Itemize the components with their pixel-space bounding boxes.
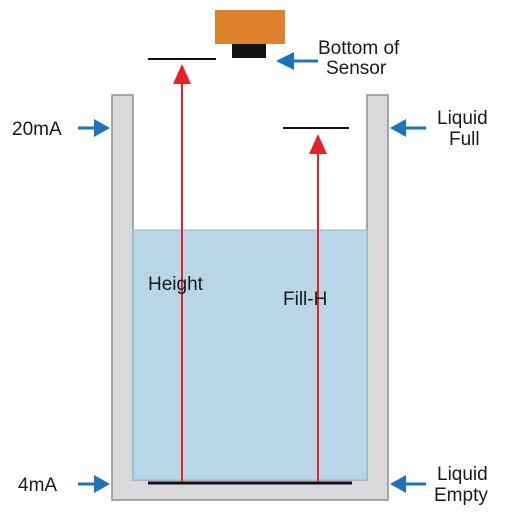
sensor-label-line1: Bottom of bbox=[318, 38, 400, 59]
pointer-full-arrow bbox=[390, 119, 426, 137]
pointer-20ma-arrow bbox=[78, 119, 110, 137]
liquid-empty-label-line1: Liquid bbox=[437, 464, 488, 485]
sensor-body bbox=[215, 10, 285, 44]
tank-wall bbox=[111, 94, 389, 501]
sensor-base bbox=[232, 44, 266, 58]
pointer-sensor-arrow bbox=[276, 52, 318, 70]
liquid-full-label-line1: Liquid bbox=[437, 108, 488, 129]
pointer-empty-arrow bbox=[390, 475, 426, 493]
height-arrow-head bbox=[173, 64, 191, 84]
pointer-4ma-arrow bbox=[78, 475, 110, 493]
fill-arrow-head bbox=[309, 134, 327, 154]
liquid-empty-label-line2: Empty bbox=[434, 485, 488, 506]
current-low-label: 4mA bbox=[18, 475, 57, 496]
fill-height-label: Fill-H bbox=[283, 289, 327, 310]
height-label: Height bbox=[148, 274, 204, 295]
current-high-label: 20mA bbox=[12, 119, 62, 140]
liquid-full-label-line2: Full bbox=[449, 129, 480, 150]
sensor-label-line2: Sensor bbox=[326, 58, 387, 79]
liquid-body bbox=[132, 229, 368, 481]
